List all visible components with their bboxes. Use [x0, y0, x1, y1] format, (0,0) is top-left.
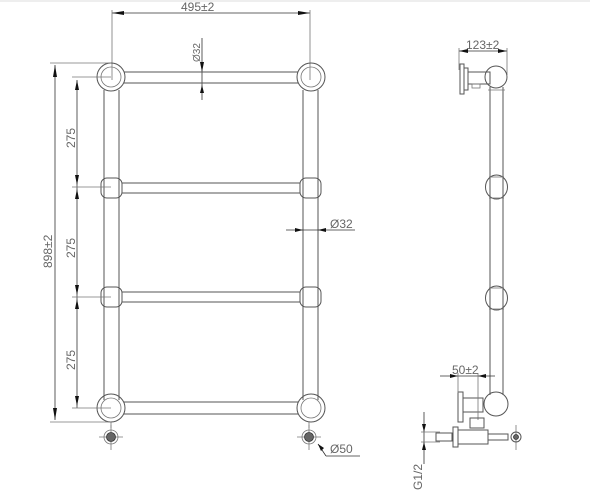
valve-diameter-label: Ø50 [330, 442, 353, 456]
top-rail-diameter-label: Ø32 [192, 43, 203, 62]
rail-spacing-3-label: 275 [64, 350, 78, 370]
side-tube-diameter-label: Ø32 [330, 217, 353, 231]
front-view: 495±2 Ø32 [41, 0, 360, 457]
thread-label: G1/2 [411, 464, 425, 490]
right-valve-icon [297, 422, 321, 450]
width-dimension-label: 495±2 [181, 0, 215, 14]
left-valve-icon [99, 422, 123, 450]
side-view: 123±2 50±2 [411, 38, 522, 490]
valve-offset-label: 50±2 [452, 363, 479, 377]
height-dimension-label: 898±2 [41, 234, 55, 268]
rail-spacing-1-label: 275 [64, 128, 78, 148]
depth-dimension-label: 123±2 [466, 38, 500, 52]
rail-spacing-2-label: 275 [64, 238, 78, 258]
side-valve-icon [435, 417, 522, 450]
